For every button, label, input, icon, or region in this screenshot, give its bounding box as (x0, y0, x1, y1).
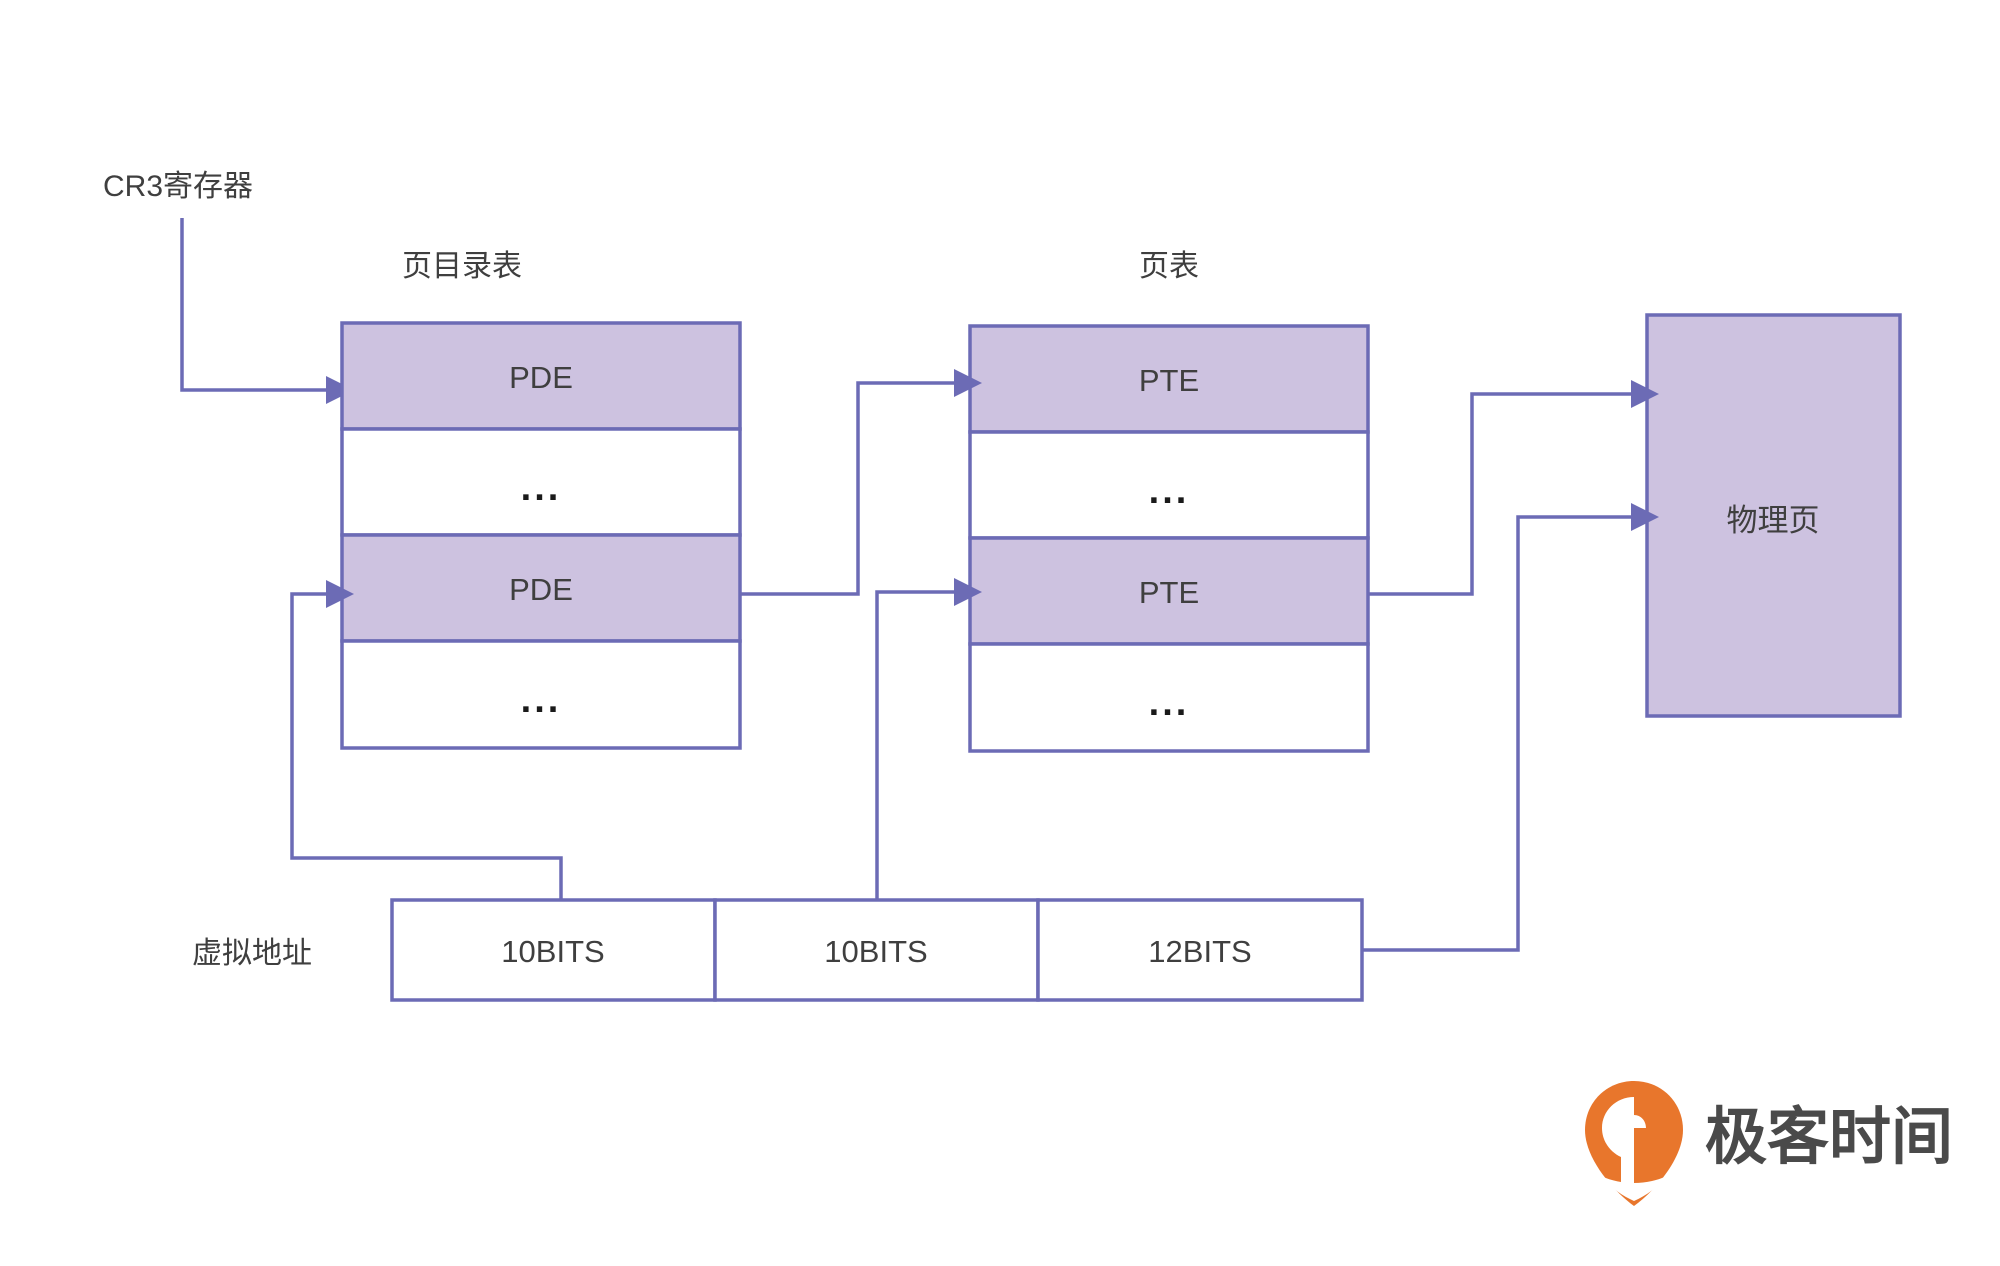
pte0-to-physical-connector (1368, 392, 1631, 596)
cr3-register-label: CR3寄存器 (103, 170, 253, 203)
pde2-to-pte0-arrowhead (954, 369, 982, 397)
pde2-to-pte0-connector (740, 381, 954, 596)
va-field-2[interactable] (1036, 898, 1364, 1002)
va-field-2-label: 12BITS (1148, 934, 1251, 969)
cr3-to-pde-arrowhead (326, 376, 354, 404)
pde-row-2-label: PDE (509, 572, 573, 607)
cr3-to-pde-connector (180, 218, 326, 392)
geektime-brand-text: 极客时间 (1705, 1100, 1953, 1173)
pte-row-0-label: PTE (1139, 363, 1199, 398)
va-field2-to-pte2-connector (875, 590, 954, 900)
pde-row-3-label: ... (521, 679, 562, 721)
pte-row-1-label: ... (1149, 470, 1190, 512)
page-table: PTE ... PTE ... (968, 324, 1370, 753)
va-field3-to-physical-arrowhead (1631, 503, 1659, 531)
pte0-to-physical-arrowhead (1631, 380, 1659, 408)
page-directory-table: PDE ... PDE ... (340, 321, 742, 750)
geektime-logo-icon (1585, 1081, 1683, 1206)
va-field-1[interactable] (713, 898, 1040, 1002)
pte-row-3[interactable] (968, 642, 1370, 753)
pde-row-1[interactable] (340, 427, 742, 537)
page-table-title: 页表 (1139, 250, 1199, 283)
va-field2-to-pte2-arrowhead (954, 578, 982, 606)
pde-row-0-label: PDE (509, 360, 573, 395)
page-directory-title: 页目录表 (402, 250, 522, 283)
virtual-address-row: 10BITS 10BITS 12BITS (390, 898, 1364, 1002)
pde-row-3[interactable] (340, 639, 742, 750)
pde-row-1-label: ... (521, 467, 562, 509)
va-field3-to-physical-connector (1362, 515, 1631, 952)
va-field1-to-pde2-connector (290, 592, 563, 900)
va-field-1-label: 10BITS (824, 934, 927, 969)
va-field-0-label: 10BITS (501, 934, 604, 969)
pte-row-1[interactable] (968, 430, 1370, 540)
va-field1-to-pde2-arrowhead (326, 580, 354, 608)
physical-page-label: 物理页 (1727, 503, 1820, 538)
geektime-watermark: 极客时间 (1585, 1081, 1953, 1206)
pte-row-3-label: ... (1149, 682, 1190, 724)
pte-row-2-label: PTE (1139, 575, 1199, 610)
virtual-address-label: 虚拟地址 (192, 937, 312, 970)
